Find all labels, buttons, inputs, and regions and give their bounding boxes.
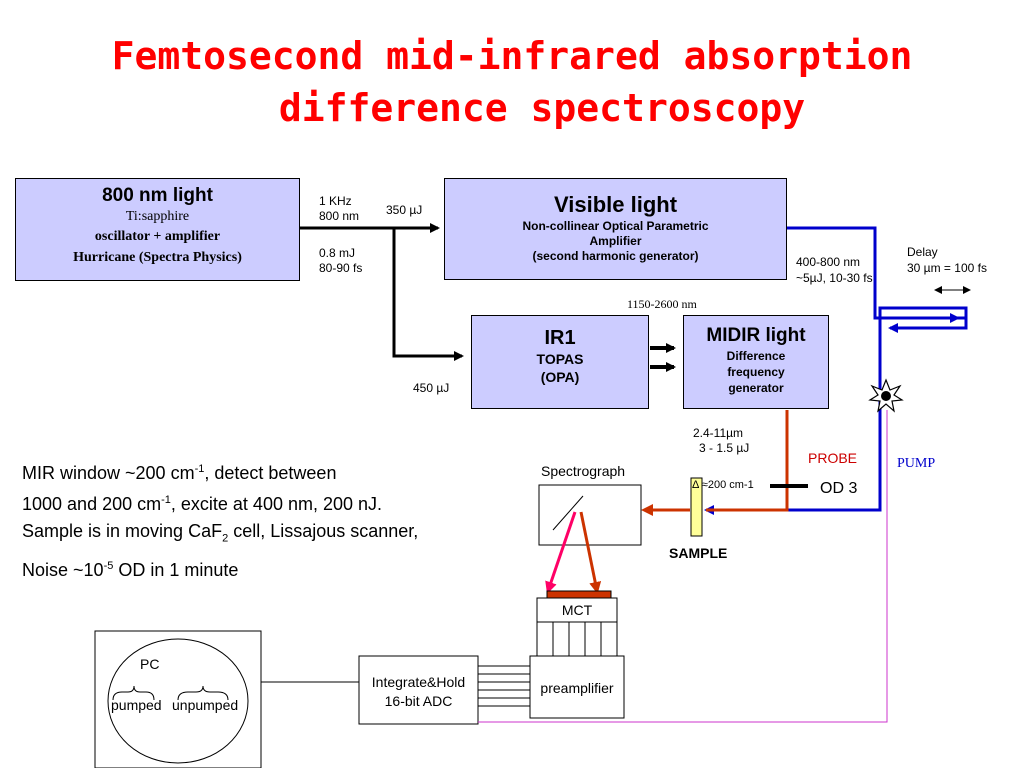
laser-800nm-box: 800 nm light Ti:sapphire oscillator + am… bbox=[15, 178, 300, 281]
mir-line-1: MIR window ~200 cm-1, detect between bbox=[22, 463, 337, 483]
unpumped-label: unpumped bbox=[172, 697, 239, 713]
od-label: OD 3 bbox=[820, 480, 858, 497]
spectrograph-label: Spectrograph bbox=[541, 463, 626, 479]
midir-box: MIDIR light Difference frequency generat… bbox=[683, 315, 829, 409]
midir-output-wavelength: 2.4-11µm bbox=[693, 426, 744, 440]
mct-detector bbox=[536, 590, 618, 658]
vis-output-wavelength: 400-800 nm bbox=[796, 255, 861, 269]
preamplifier-box bbox=[529, 655, 625, 719]
laser-box-line-1: Ti:sapphire bbox=[125, 209, 190, 224]
delta-label: Δ ≈200 cm-1 bbox=[692, 479, 754, 491]
sample-cell bbox=[690, 477, 703, 537]
visible-box-line-2: Amplifier bbox=[589, 234, 642, 248]
pump-beam-path bbox=[704, 226, 968, 515]
laser-beam-paths bbox=[300, 223, 464, 361]
ir1-line-1: TOPAS bbox=[536, 351, 584, 367]
vis-energy-label: 350 µJ bbox=[386, 203, 423, 217]
adc-preamp-cables bbox=[478, 665, 530, 707]
probe-label: PROBE bbox=[808, 450, 858, 466]
visible-box-line-1: Non-collinear Optical Parametric bbox=[522, 219, 709, 233]
preamplifier-label: preamplifier bbox=[540, 680, 614, 696]
chopper-star-icon bbox=[868, 378, 904, 413]
laser-pulse-label: 80-90 fs bbox=[319, 261, 363, 275]
delay-label: Delay bbox=[907, 245, 938, 259]
pc-label: PC bbox=[140, 656, 160, 672]
ir-range-label: 1150-2600 nm bbox=[627, 297, 697, 311]
visible-light-box: Visible light Non-collinear Optical Para… bbox=[444, 178, 787, 280]
pump-trigger-line bbox=[478, 410, 888, 723]
midir-output-energy: 3 - 1.5 µJ bbox=[699, 441, 750, 455]
ir1-box: IR1 TOPAS (OPA) bbox=[471, 315, 649, 409]
adc-label-1: Integrate&Hold bbox=[371, 674, 466, 690]
adc-label-2: 16-bit ADC bbox=[384, 693, 453, 709]
midir-heading: MIDIR light bbox=[706, 325, 806, 346]
spectrograph-box bbox=[538, 484, 642, 594]
pump-label: PUMP bbox=[897, 456, 936, 471]
grating-line bbox=[552, 495, 584, 531]
visible-box-line-3: (second harmonic generator) bbox=[532, 249, 699, 263]
laser-energy-label: 0.8 mJ bbox=[319, 246, 356, 260]
title-line-1: Femtosecond mid-infrared absorption bbox=[111, 34, 913, 78]
mct-label: MCT bbox=[561, 602, 593, 618]
laser-box-heading: 800 nm light bbox=[102, 185, 213, 206]
mir-line-2: 1000 and 200 cm-1, excite at 400 nm, 200… bbox=[22, 494, 383, 514]
ir1-line-2: (OPA) bbox=[540, 369, 580, 385]
sample-label: SAMPLE bbox=[669, 545, 728, 561]
laser-rate-label: 1 KHz bbox=[319, 194, 352, 208]
pumped-label: pumped bbox=[111, 697, 162, 713]
midir-line-1: Difference bbox=[726, 349, 786, 363]
mir-description: MIR window ~200 cm-1, detect between 100… bbox=[22, 456, 418, 584]
midir-line-2: frequency bbox=[727, 365, 785, 379]
delay-value: 30 µm = 100 fs bbox=[907, 261, 987, 275]
adc-box bbox=[358, 655, 479, 725]
laser-box-line-3: Hurricane (Spectra Physics) bbox=[73, 250, 242, 265]
vis-output-energy: ~5µJ, 10-30 fs bbox=[796, 271, 873, 285]
slide-title: Femtosecond mid-infrared absorption diff… bbox=[0, 30, 1024, 134]
pc-box bbox=[94, 630, 262, 768]
ir-energy-label: 450 µJ bbox=[413, 381, 450, 395]
mir-line-4: Noise ~10-5 OD in 1 minute bbox=[22, 559, 239, 580]
ir-to-midir-arrows bbox=[650, 343, 676, 372]
midir-line-3: generator bbox=[728, 381, 784, 395]
title-line-2: difference spectroscopy bbox=[278, 86, 806, 130]
mir-line-3: Sample is in moving CaF2 cell, Lissajous… bbox=[22, 521, 419, 545]
laser-box-line-2: oscillator + amplifier bbox=[94, 229, 221, 244]
ir1-heading: IR1 bbox=[544, 327, 576, 349]
probe-beam-path bbox=[641, 410, 789, 516]
visible-box-heading: Visible light bbox=[553, 192, 678, 217]
laser-wavelength-label: 800 nm bbox=[319, 209, 360, 223]
